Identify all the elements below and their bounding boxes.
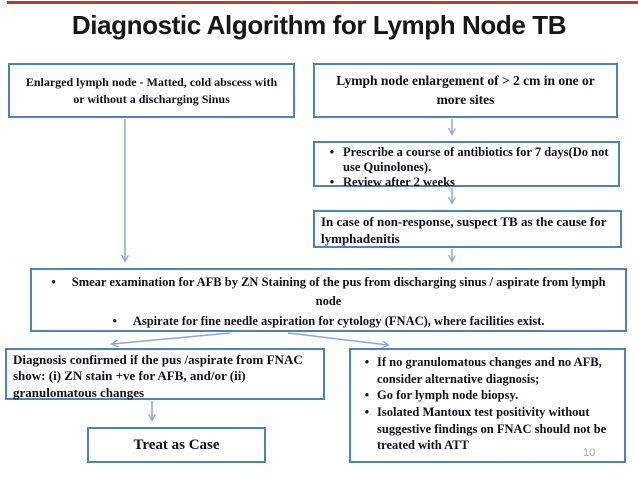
flow-box-diagnosis-confirmed: Diagnosis confirmed if the pus /aspirate…: [5, 348, 325, 400]
bullet-item: •Isolated Mantoux test positivity withou…: [364, 404, 607, 453]
flow-box-node-enlargement-2cm: Lymph node enlargement of > 2 cm in one …: [313, 63, 618, 118]
slide-title: Diagnostic Algorithm for Lymph Node TB: [71, 10, 567, 40]
flow-box-text: In case of non-response, suspect TB as t…: [321, 214, 607, 246]
flow-box-text: Treat as Case: [133, 436, 220, 453]
flow-box-no-granulomatous-changes: •If no granulomatous changes and no AFB,…: [349, 348, 626, 463]
bullet-item: •Go for lymph node biopsy.: [364, 388, 519, 403]
flow-box-treat-as-case: Treat as Case: [87, 427, 266, 463]
bullet-item: •Smear examination for AFB by ZN Stainin…: [51, 275, 606, 309]
flow-box-antibiotics: •Prescribe a course of antibiotics for 7…: [313, 141, 620, 189]
arrow-to-diagnosis-confirmed: [112, 332, 231, 344]
flow-box-smear-examination: •Smear examination for AFB by ZN Stainin…: [30, 268, 627, 332]
flow-box-enlarged-lymph-node: Enlarged lymph node - Matted, cold absce…: [8, 63, 295, 118]
flow-box-text: Enlarged lymph node - Matted, cold absce…: [25, 74, 278, 106]
bullet-item: •If no granulomatous changes and no AFB,…: [364, 355, 602, 386]
bullet-item: •Prescribe a course of antibiotics for 7…: [329, 145, 609, 174]
arrow-to-no-granulomatous: [287, 332, 388, 345]
bullet-item: •Review after 2 weeks: [329, 174, 455, 189]
bullet-item: •Aspirate for fine needle aspiration for…: [112, 313, 545, 328]
top-red-divider: [7, 1, 638, 4]
flow-box-text: Diagnosis confirmed if the pus /aspirate…: [13, 352, 303, 400]
flow-box-non-response: In case of non-response, suspect TB as t…: [313, 210, 622, 248]
flow-box-text: Lymph node enlargement of > 2 cm in one …: [336, 73, 595, 107]
page-number: 10: [583, 447, 596, 459]
